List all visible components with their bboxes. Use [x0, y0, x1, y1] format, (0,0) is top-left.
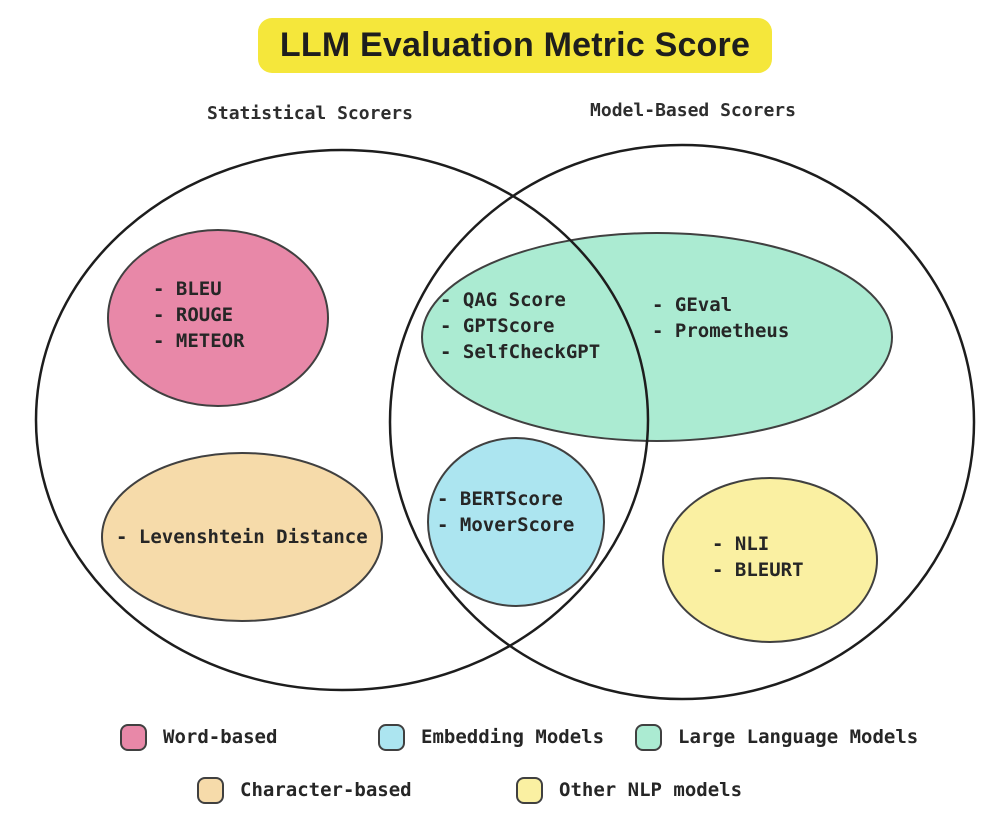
other-nlp-items: NLI BLEURT	[712, 531, 804, 583]
legend-large-language-models: Large Language Models	[635, 723, 918, 751]
legend-label: Embedding Models	[421, 726, 605, 748]
legend-label: Character-based	[240, 779, 412, 801]
legend-label: Large Language Models	[678, 726, 919, 748]
embedding-items: BERTScore MoverScore	[437, 486, 574, 538]
metric-item: Prometheus	[652, 318, 789, 344]
metric-item: QAG Score	[440, 287, 600, 313]
page-title: LLM Evaluation Metric Score	[258, 18, 772, 73]
metric-item: ROUGE	[153, 302, 245, 328]
word-based-items: BLEU ROUGE METEOR	[153, 276, 245, 354]
metric-item: BERTScore	[437, 486, 574, 512]
legend-word-based: Word-based	[120, 723, 277, 751]
metric-item: MoverScore	[437, 512, 574, 538]
model-based-scorers-circle	[388, 143, 976, 701]
legend-label: Word-based	[163, 726, 278, 748]
legend-other-nlp-models: Other NLP models	[516, 776, 742, 804]
metric-item: Levenshtein Distance	[116, 524, 368, 550]
llm-swatch	[635, 723, 662, 751]
metric-item: BLEU	[153, 276, 245, 302]
metric-item: BLEURT	[712, 557, 804, 583]
llm-right-items: GEval Prometheus	[652, 292, 789, 344]
word-based-swatch	[120, 723, 147, 751]
model-based-scorers-label: Model-Based Scorers	[590, 100, 796, 121]
metric-item: GEval	[652, 292, 789, 318]
metric-item: SelfCheckGPT	[440, 339, 600, 365]
legend-embedding-models: Embedding Models	[378, 723, 604, 751]
other-nlp-swatch	[516, 776, 543, 804]
legend-label: Other NLP models	[559, 779, 743, 801]
metric-item: METEOR	[153, 328, 245, 354]
embedding-swatch	[378, 723, 405, 751]
character-based-swatch	[197, 776, 224, 804]
statistical-scorers-circle	[34, 148, 650, 692]
statistical-scorers-label: Statistical Scorers	[207, 103, 413, 124]
legend-character-based: Character-based	[197, 776, 412, 804]
metric-item: GPTScore	[440, 313, 600, 339]
llm-overlap-items: QAG Score GPTScore SelfCheckGPT	[440, 287, 600, 365]
character-based-items: Levenshtein Distance	[116, 524, 368, 550]
metric-item: NLI	[712, 531, 804, 557]
